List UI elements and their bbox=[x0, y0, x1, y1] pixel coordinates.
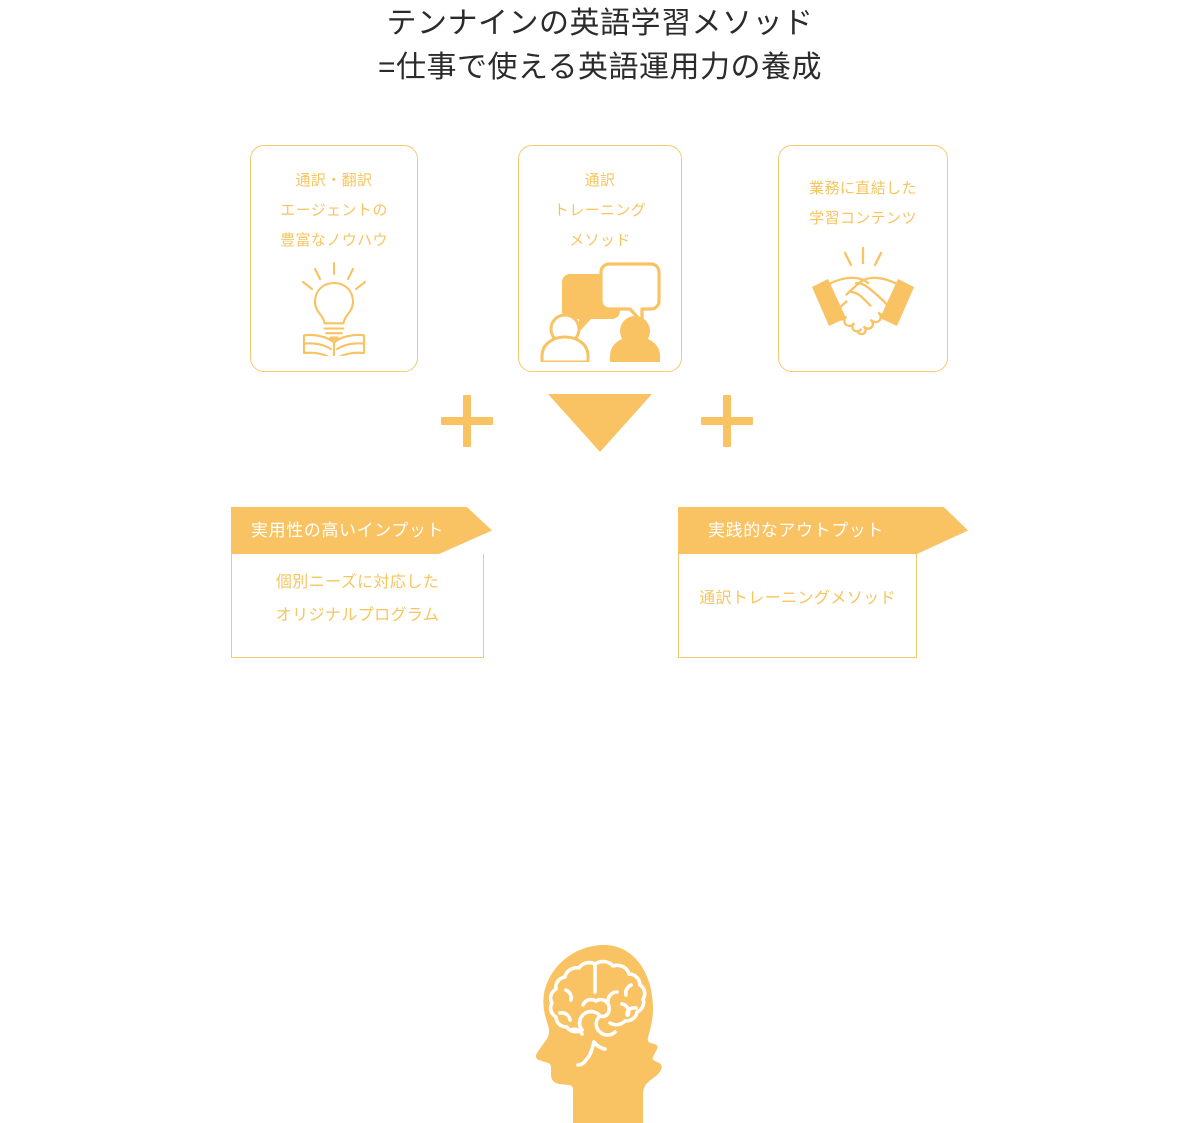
card-2-line-2: トレーニング bbox=[553, 202, 647, 219]
head-with-brain-icon bbox=[522, 938, 674, 1123]
two-people-speech-bubbles-icon bbox=[519, 256, 681, 371]
plus-operator-2 bbox=[701, 395, 753, 447]
card-1-text-group: 通訳・翻訳 エージェントの 豊富なノウハウ bbox=[280, 146, 388, 256]
card-3-text-group: 業務に直結した 学習コンテンツ bbox=[809, 146, 917, 234]
output-body: 通訳トレーニングメソッド bbox=[678, 554, 917, 658]
card-interpreter-agency: 通訳・翻訳 エージェントの 豊富なノウハウ bbox=[250, 145, 418, 372]
outcome-row: 実用性の高いインプット 個別ニーズに対応した オリジナルプログラム bbox=[0, 465, 1200, 1123]
page-title: テンナインの英語学習メソッド =仕事で使える英語運用力の養成 bbox=[0, 0, 1200, 90]
lightbulb-book-icon bbox=[251, 256, 417, 371]
output-body-line-1: 通訳トレーニングメソッド bbox=[699, 590, 896, 607]
input-body-line-1: 個別ニーズに対応した bbox=[275, 574, 440, 591]
card-learning-content: 業務に直結した 学習コンテンツ bbox=[778, 145, 948, 372]
card-3-line-2: 学習コンテンツ bbox=[809, 210, 917, 227]
output-banner-label: 実践的なアウトプット bbox=[708, 521, 884, 540]
flow-down-arrow bbox=[548, 394, 652, 452]
input-banner-label: 実用性の高いインプット bbox=[251, 521, 445, 540]
card-1-line-2: エージェントの bbox=[280, 202, 388, 219]
card-1-line-1: 通訳・翻訳 bbox=[295, 172, 373, 189]
handshake-icon bbox=[779, 234, 947, 371]
input-body: 個別ニーズに対応した オリジナルプログラム bbox=[231, 554, 484, 658]
card-1-line-3: 豊富なノウハウ bbox=[280, 232, 388, 249]
output-banner: 実践的なアウトプット bbox=[678, 507, 968, 554]
input-banner: 実用性の高いインプット bbox=[231, 507, 492, 554]
title-line-1: テンナインの英語学習メソッド bbox=[386, 7, 814, 40]
card-2-line-3: メソッド bbox=[569, 232, 631, 249]
card-training-method: 通訳 トレーニング メソッド bbox=[518, 145, 682, 372]
plus-operator-1 bbox=[441, 395, 493, 447]
input-body-line-2: オリジナルプログラム bbox=[275, 607, 440, 624]
card-3-line-1: 業務に直結した bbox=[809, 180, 917, 197]
card-2-line-1: 通訳 bbox=[584, 172, 616, 189]
title-line-2: =仕事で使える英語運用力の養成 bbox=[377, 51, 823, 84]
method-components-row: 通訳・翻訳 エージェントの 豊富なノウハウ bbox=[0, 145, 1200, 447]
card-2-text-group: 通訳 トレーニング メソッド bbox=[554, 146, 646, 256]
